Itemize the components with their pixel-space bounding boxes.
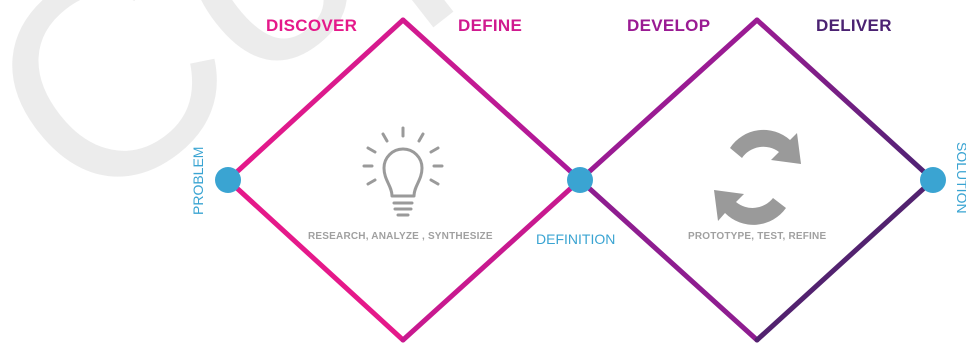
problem-node [215, 167, 241, 193]
solution-label: SOLUTION [954, 142, 966, 214]
definition-node [567, 167, 593, 193]
problem-label: PROBLEM [190, 146, 206, 215]
definition-label: DEFINITION [536, 231, 616, 247]
phase-develop: DEVELOP [627, 16, 711, 35]
left-diamond-bottom-right [400, 177, 583, 343]
right-diamond-top-left [577, 17, 760, 183]
right-diamond-bottom-right [754, 177, 936, 343]
refresh-cycle-icon [714, 129, 801, 225]
left-diamond-top-left [225, 17, 406, 183]
develop-deliver-caption: PROTOTYPE, TEST, REFINE [688, 231, 827, 242]
lightbulb-icon [362, 126, 444, 217]
right-diamond-top-right [754, 17, 936, 183]
phase-define: DEFINE [458, 16, 523, 35]
right-diamond-bottom-left [577, 177, 760, 343]
left-diamond-bottom-left [225, 177, 406, 343]
phase-deliver: DELIVER [816, 16, 892, 35]
discover-define-caption: RESEARCH, ANALYZE , SYNTHESIZE [308, 231, 493, 242]
solution-node [920, 167, 946, 193]
phase-discover: DISCOVER [266, 16, 358, 35]
left-diamond-top-right [400, 17, 583, 183]
